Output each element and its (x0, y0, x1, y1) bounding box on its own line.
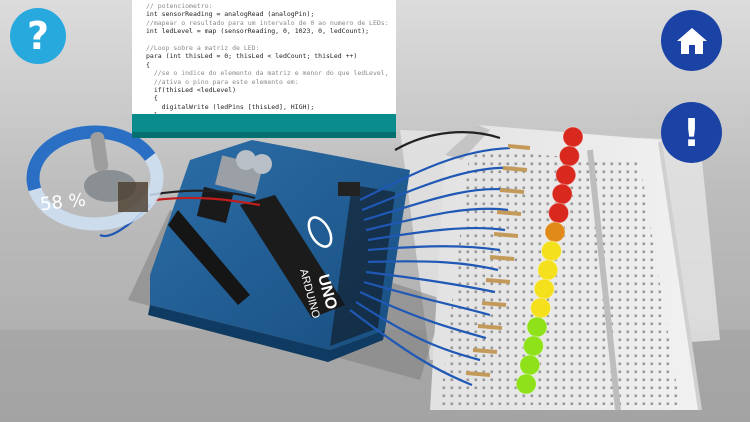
led-green (515, 373, 537, 395)
gauge-fill (26, 125, 156, 192)
led-green (522, 335, 544, 357)
help-icon: ? (26, 14, 50, 58)
led-yellow (530, 297, 552, 319)
resistors (465, 144, 531, 377)
code-panel-footer (132, 114, 396, 132)
led-green (519, 354, 541, 376)
led-orange (544, 221, 566, 243)
code-line: int sensorReading = analogRead (analogPi… (146, 10, 315, 19)
led-red (551, 183, 573, 205)
code-line: digitalWrite (ledPins [thisLed], HIGH); (146, 102, 315, 111)
alert-icon: ! (682, 110, 701, 155)
code-line: { (146, 94, 158, 103)
code-line: if(thisLed <ledLevel) (146, 86, 237, 95)
code-line: para (int thisLed = 0; thisLed < ledCoun… (146, 52, 358, 61)
alert-button[interactable]: ! (661, 102, 722, 163)
code-line: int ledLevel = map (sensorReading, 0, 10… (146, 27, 370, 36)
home-button[interactable] (661, 10, 722, 71)
led-green (526, 316, 548, 338)
code-lines: // potenciometro:int sensorReading = ana… (132, 0, 396, 132)
code-line: // potenciometro: (146, 2, 213, 10)
code-panel[interactable]: // potenciometro:int sensorReading = ana… (132, 0, 396, 132)
home-icon (676, 27, 707, 54)
help-button[interactable]: ? (10, 8, 66, 64)
code-line (146, 36, 396, 44)
led-red (562, 126, 584, 148)
code-line: //Loop sobre a matriz de LED: (146, 44, 260, 53)
led-red (558, 145, 580, 167)
arduino-board: ARDUINO UNO (148, 140, 410, 362)
led-yellow (537, 259, 559, 281)
wires (99, 131, 516, 387)
led-red (548, 202, 570, 224)
code-line: { (146, 60, 150, 69)
code-line: //ativa o pino para este elemento em: (146, 77, 299, 86)
led-yellow (540, 240, 562, 262)
led-column (515, 126, 584, 395)
led-red (555, 164, 577, 186)
led-yellow (533, 278, 555, 300)
code-panel-footer-strip (132, 132, 396, 138)
code-line: //mapear o resultado para um intervalo d… (146, 18, 389, 27)
potentiometer-gauge (26, 125, 164, 231)
code-line: //se o indice do elemento da matriz e me… (146, 69, 389, 78)
